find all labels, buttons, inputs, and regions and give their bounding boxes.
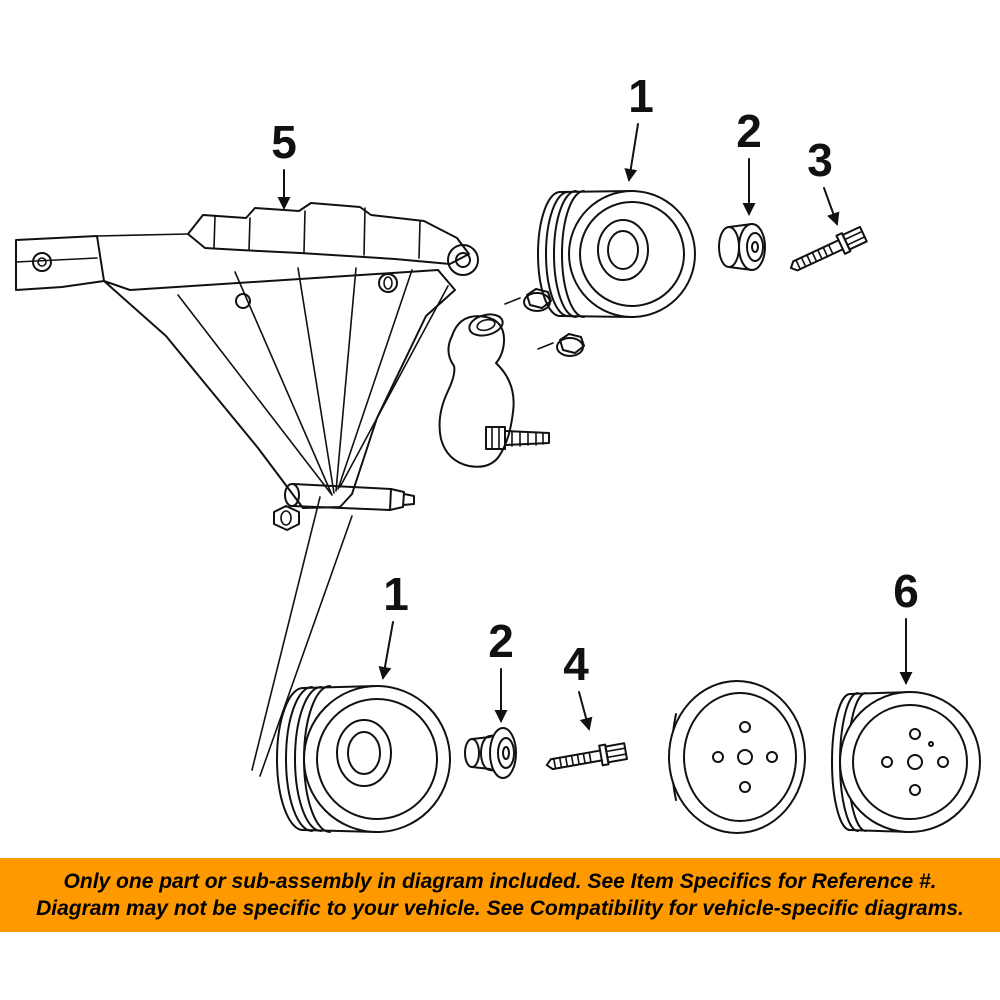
disclaimer-banner: Only one part or sub-assembly in diagram… xyxy=(0,858,1000,932)
hub-bore xyxy=(502,746,510,760)
pulley-bolt-hole xyxy=(881,756,893,768)
bolt-head xyxy=(604,742,628,764)
bracket-web xyxy=(103,269,456,509)
bolt-head-facets xyxy=(844,230,866,246)
pump-cap-inner xyxy=(476,318,496,332)
bracket-part-5 xyxy=(15,202,479,531)
pulley-bolt-hole xyxy=(937,756,949,768)
pulley-face-ring xyxy=(852,704,968,820)
callout-3: 3 xyxy=(807,134,833,186)
bolt-part-4 xyxy=(545,742,628,771)
pump-body xyxy=(438,288,585,468)
callout-1-top: 1 xyxy=(628,70,654,122)
callout-4: 4 xyxy=(563,638,589,690)
pulley-face xyxy=(568,190,696,318)
bracket-boss-ticks xyxy=(213,207,421,259)
callout-arrow-1-top xyxy=(624,123,639,182)
hub-part-2-bottom xyxy=(464,727,517,779)
bracket-arm-hole xyxy=(32,252,52,272)
hub-front-ring xyxy=(497,737,515,769)
pulley-face xyxy=(303,685,451,833)
spacer-hex-fitting-face xyxy=(280,510,292,526)
bracket-right-ear xyxy=(447,244,479,276)
pulley-face-ring xyxy=(579,201,685,307)
bolt-threads xyxy=(795,244,834,270)
callout-arrows xyxy=(277,123,913,731)
pulley-groove xyxy=(545,191,569,317)
pulley-bolt-hole xyxy=(766,751,778,763)
hub-bore xyxy=(751,241,759,253)
bracket-left-arm xyxy=(15,235,105,291)
pulley-bore xyxy=(907,754,923,770)
exploded-leader-lines xyxy=(251,496,353,777)
bracket-top-bar xyxy=(187,202,470,265)
bracket-hole-1-inner xyxy=(383,276,393,290)
pulley-bore xyxy=(347,731,381,775)
callout-2-bottom: 2 xyxy=(488,615,514,667)
bracket-struts xyxy=(177,267,449,496)
pulley-bolt-hole xyxy=(712,751,724,763)
hub-back-face xyxy=(464,738,480,768)
pulley-bolt-hole xyxy=(739,721,751,733)
pulley-groove xyxy=(561,190,585,318)
pulley-groove xyxy=(537,191,561,317)
callout-1-bottom: 1 xyxy=(383,568,409,620)
pump-side-bolt xyxy=(485,426,550,450)
callout-5: 5 xyxy=(271,116,297,168)
bracket-right-ear-hole xyxy=(455,252,471,268)
pulley-bore xyxy=(607,230,639,270)
pulley-groove xyxy=(276,687,304,831)
hub-back-face xyxy=(718,226,740,268)
callout-arrow-1-bottom xyxy=(378,621,394,680)
bracket-hole-2 xyxy=(235,293,251,309)
pulley-groove xyxy=(285,686,313,832)
pulley-face-ring xyxy=(683,692,797,822)
bracket-hole-1 xyxy=(378,273,398,293)
pulley-groove xyxy=(294,686,322,832)
spacer-bolt-tip xyxy=(389,488,415,511)
pulley-hub xyxy=(336,719,392,787)
pulley-groove xyxy=(553,190,577,318)
pulley-groove xyxy=(831,693,851,831)
callout-arrow-3 xyxy=(823,187,840,226)
pulley-bolt-hole xyxy=(739,781,751,793)
bracket-arm-hole-inner xyxy=(37,257,47,267)
hub-part-2-top xyxy=(718,223,766,271)
bracket-spacer-tube xyxy=(291,483,392,511)
pump-outline xyxy=(438,315,515,468)
pulley-bore xyxy=(737,749,753,765)
bracket-left-arm-channel xyxy=(15,257,98,263)
callout-6: 6 xyxy=(893,565,919,617)
pulley-part-1-top xyxy=(537,190,696,318)
callout-arrow-4 xyxy=(578,691,593,731)
nut-washer-upper xyxy=(504,288,552,312)
disclaimer-line-2: Diagram may not be specific to your vehi… xyxy=(36,897,964,920)
pulley-unlabeled xyxy=(668,680,806,834)
spacer-hex-fitting xyxy=(273,505,300,531)
disclaimer-line-1: Only one part or sub-assembly in diagram… xyxy=(63,870,937,893)
pulley-bolt-hole xyxy=(909,728,921,740)
bolt-flange xyxy=(598,743,610,767)
pulley-face xyxy=(839,691,981,833)
pulley-bolt-hole xyxy=(909,784,921,796)
pulley-pin-hole xyxy=(928,741,934,747)
bolt-head-facets xyxy=(605,747,627,759)
pulley-hub xyxy=(597,219,649,281)
bracket-arm-join xyxy=(96,233,189,291)
spacer-tube-end xyxy=(284,483,300,507)
bolt-threads xyxy=(553,751,592,770)
bolt-shaft xyxy=(789,239,844,272)
bolt-flange xyxy=(835,232,852,255)
callout-2-top: 2 xyxy=(736,105,762,157)
pulley-part-1-bottom xyxy=(276,685,451,833)
pulley-part-6 xyxy=(831,691,981,833)
hub-front-ring xyxy=(746,232,764,262)
pump-cap xyxy=(468,313,504,337)
pulley-face-ring xyxy=(316,698,438,820)
bolt-part-3 xyxy=(789,225,868,272)
nut-washer-lower xyxy=(537,333,585,357)
